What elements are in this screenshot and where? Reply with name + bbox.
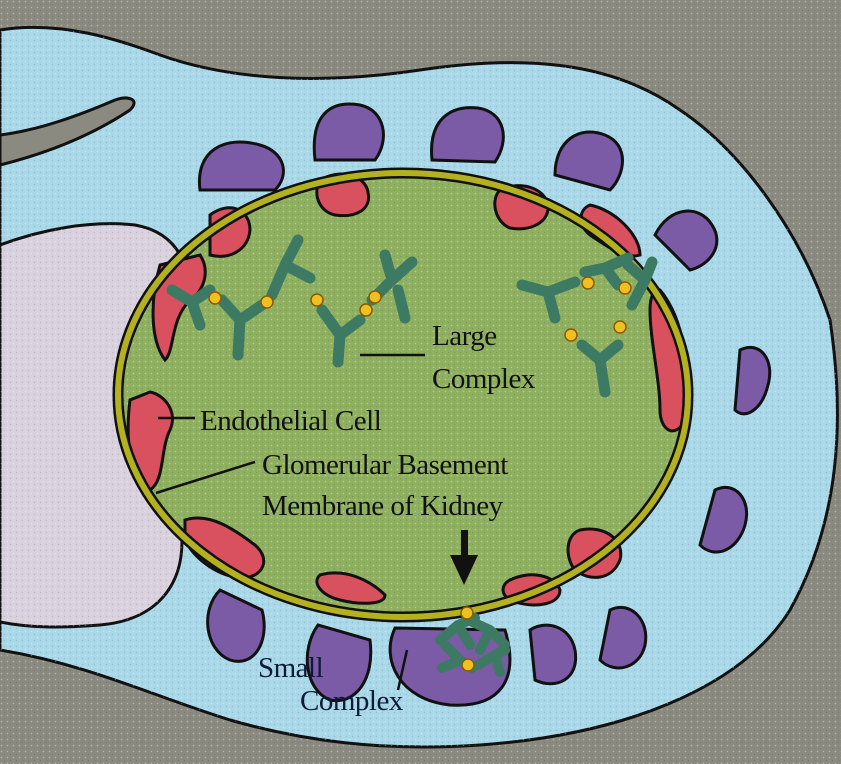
antigen-dot-icon — [360, 304, 372, 316]
large-complex-label: Large — [432, 320, 497, 352]
antigen-dot-icon — [261, 296, 273, 308]
y-shaped-antibody-icon — [398, 290, 405, 318]
podocyte-lobe — [530, 625, 576, 684]
antigen-dot-icon — [462, 659, 474, 671]
podocyte-lobe — [199, 142, 283, 190]
endothelial-cell-label: Endothelial Cell — [200, 405, 382, 437]
large-complex-label-line2: Complex — [432, 363, 536, 395]
antigen-dot-icon — [614, 321, 626, 333]
antigen-dot-icon — [461, 607, 473, 619]
antigen-dot-icon — [311, 294, 323, 306]
antigen-dot-icon — [565, 329, 577, 341]
antigen-dot-icon — [369, 291, 381, 303]
small-complex-label-line2: Complex — [300, 685, 404, 717]
gbm-label-line2: Membrane of Kidney — [262, 490, 504, 522]
antigen-dot-icon — [582, 277, 594, 289]
small-complex-label: Small — [258, 652, 324, 684]
antigen-dot-icon — [209, 292, 221, 304]
gbm-label: Glomerular Basement — [262, 449, 508, 481]
podocyte-lobe — [314, 104, 383, 160]
antigen-dot-icon — [619, 282, 631, 294]
